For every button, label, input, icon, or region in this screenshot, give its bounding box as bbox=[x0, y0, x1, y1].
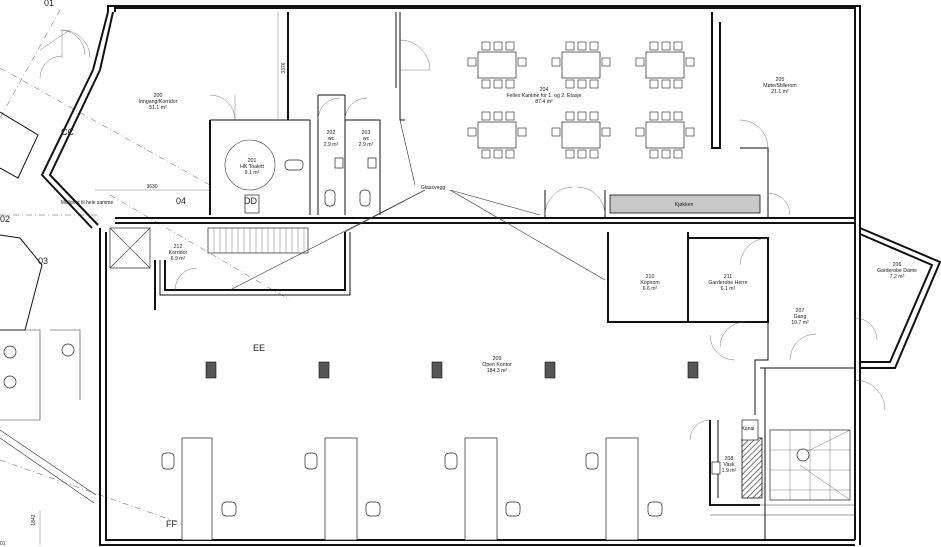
staircase-upper-left bbox=[109, 227, 309, 269]
neighbour-building bbox=[0, 29, 97, 504]
glass-wall-label: Glassvegg bbox=[421, 185, 446, 191]
grid-marker-ff: FF bbox=[166, 519, 177, 529]
dimension-1842: 1842 bbox=[31, 514, 37, 525]
grid-marker-cc: CC bbox=[61, 127, 74, 137]
possibility-note: Mulighet til hele samme bbox=[61, 200, 114, 206]
kitchen-counter bbox=[609, 194, 761, 214]
sanitary-fixtures bbox=[224, 139, 721, 475]
grid-markers: 01 CC 02 03 04 DD EE FF 01 bbox=[0, 0, 265, 547]
grid-marker-03: 03 bbox=[38, 256, 48, 266]
grid-marker-04: 04 bbox=[176, 196, 186, 206]
dimension-lines bbox=[39, 12, 279, 545]
dimension-3630: 3630 bbox=[146, 184, 157, 190]
grid-marker-02: 02 bbox=[0, 214, 10, 224]
office-desks bbox=[161, 437, 663, 541]
dimension-3376: 3376 bbox=[281, 62, 287, 73]
grid-marker-01-top: 01 bbox=[44, 0, 54, 8]
interior-walls bbox=[115, 12, 855, 540]
doors bbox=[59, 29, 886, 441]
grid-marker-ee: EE bbox=[253, 343, 265, 353]
grid-marker-01-bottom: 01 bbox=[0, 541, 6, 547]
grid-marker-dd: DD bbox=[244, 196, 257, 206]
glass-wall-leaders bbox=[229, 119, 606, 291]
staircase-lower-right bbox=[741, 419, 851, 501]
kitchen-label: Kjøkken bbox=[675, 202, 694, 208]
exterior-walls bbox=[40, 5, 941, 546]
heater-label: Kanal bbox=[742, 426, 755, 432]
canteen-tables bbox=[467, 41, 695, 159]
structural-columns bbox=[205, 361, 699, 379]
grid-axes bbox=[0, 9, 291, 531]
